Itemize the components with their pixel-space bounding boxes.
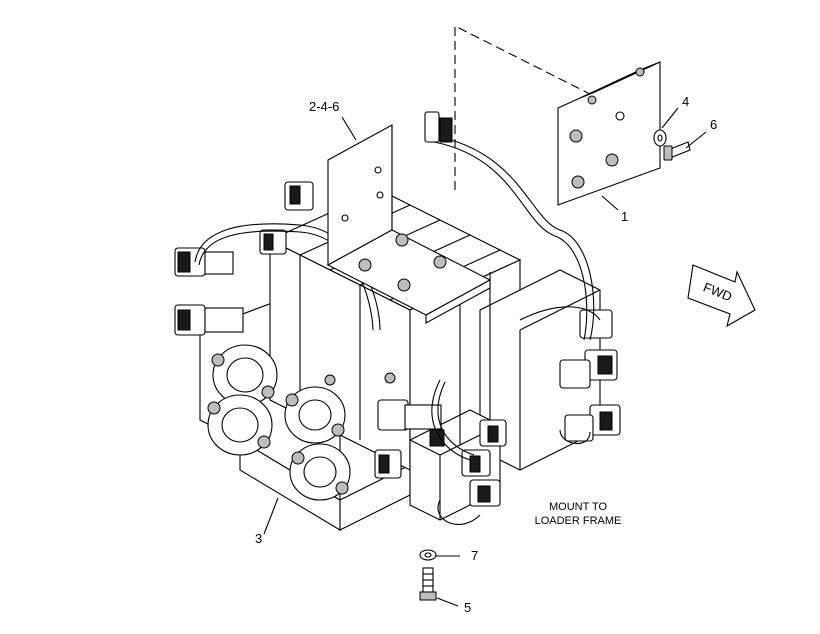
leader-lines <box>263 107 707 607</box>
mounting-plate <box>557 61 661 206</box>
callout-2-4-6: 2-4-6 <box>309 99 340 114</box>
wire-harness <box>194 134 601 525</box>
mount-note-line-2: LOADER FRAME <box>534 515 622 527</box>
callout-1: 1 <box>621 209 629 224</box>
solenoids-left <box>174 181 314 336</box>
port-flanges <box>207 344 396 501</box>
callout-5: 5 <box>464 600 472 615</box>
fwd-arrow: FWD <box>687 264 756 328</box>
solenoids-right <box>374 309 621 507</box>
callout-7: 7 <box>471 548 479 563</box>
callout-4: 4 <box>682 94 690 109</box>
washer-and-bolt <box>653 129 691 161</box>
mount-note-line-1: MOUNT TO <box>548 501 608 513</box>
mounting-bracket <box>326 111 492 324</box>
lower-washer-and-bolt <box>419 549 437 601</box>
callout-3: 3 <box>255 531 263 546</box>
callout-6: 6 <box>710 117 718 132</box>
mount-note: MOUNT TO LOADER FRAME <box>520 500 636 528</box>
